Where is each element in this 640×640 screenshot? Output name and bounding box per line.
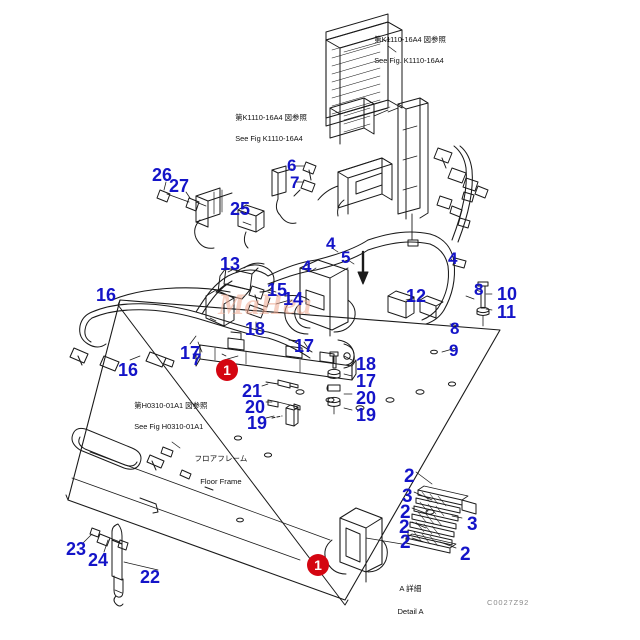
upper-center-clips [271,161,317,224]
ref-19-left: 19 [247,413,268,433]
fig-ref-top-right: 第K1110-16A4 図参照 See Fig. K1110-16A4 [366,24,446,78]
callout-1-detail[interactable]: 1 [307,554,329,576]
leader-lines [81,45,493,571]
ref-2-right: 2 [460,544,471,565]
ref-16-lower: 16 [118,360,139,380]
cooler-connector-block [329,97,389,145]
fig-ref-top-right-en: See Fig. K1110-16A4 [374,56,444,66]
ref-3-d1: 3 [402,486,413,507]
main-bracket-item1 [284,250,369,337]
ref-10: 10 [497,284,518,304]
ref-4-midleft: 4 [326,234,336,253]
ref-2-d4: 2 [400,532,411,553]
label-floor-frame-en: Floor Frame [200,477,242,487]
ref-17-right: 17 [356,371,377,391]
ref-9: 9 [449,341,459,360]
ref-22: 22 [140,567,161,587]
ref-23: 23 [66,539,87,559]
label-floor-frame-jp: フロアフレーム [194,454,248,464]
ref-8-lower: 8 [450,319,460,338]
ref-13: 13 [220,254,241,274]
ref-25: 25 [230,199,251,219]
drawing-number: C0027Z92 [487,598,530,607]
ref-5: 5 [341,248,351,267]
ref-26: 26 [152,165,173,185]
gas-strut-assembly [89,523,129,607]
ref-11: 11 [497,302,517,322]
ref-2-d3: 2 [399,517,410,538]
ref-7-mid: 7 [192,350,202,369]
wiring-harness [69,145,475,372]
callout-1-main[interactable]: 1 [216,359,238,381]
fig-ref-upper-left-jp: 第K1110-16A4 図参照 [235,112,307,122]
ref-12: 12 [406,286,427,306]
ref-18-left: 18 [245,319,266,339]
firewall-panel [397,97,429,247]
label-floor-frame: フロアフレーム Floor Frame [186,442,247,499]
ref-4-right: 4 [448,249,458,268]
right-bracket-hardware [387,281,490,355]
ref-20-right: 20 [356,388,377,408]
ref-27: 27 [169,176,190,196]
ref-2-d1: 2 [404,466,415,487]
ref-15: 15 [267,280,288,300]
cross-member-beam [195,331,357,381]
ref-20-left: 20 [245,397,266,417]
pedal-bracket-assembly [205,267,279,327]
ref-3-right: 3 [467,514,478,535]
floor-frame-plate [65,299,501,606]
ref-7-top: 7 [290,173,300,192]
right-clamp-cluster [433,147,489,218]
fig-ref-top-right-jp: 第K1110-16A4 図参照 [374,34,446,44]
fastener-column-left [265,379,301,427]
ref-19-right: 19 [356,405,377,425]
fig-ref-upper-left: 第K1110-16A4 図参照 See Fig K1110-16A4 [227,102,307,156]
ref-24: 24 [88,550,109,570]
ref-17-left: 17 [180,343,201,363]
ref-17-mid: 17 [294,336,315,356]
control-box [317,157,393,217]
ref-16-upper: 16 [96,285,117,305]
label-detail-a: A 詳細 Detail A [389,572,424,629]
ref-6: 6 [287,156,297,175]
ref-14: 14 [283,289,304,309]
fig-ref-lower-left-jp: 第H0310-01A1 図参照 [134,400,208,410]
label-detail-a-en: Detail A [397,607,424,617]
fig-ref-lower-left-en: See Fig H0310-01A1 [134,422,204,432]
ref-18-right: 18 [356,354,377,374]
ref-21: 21 [242,381,263,401]
upper-left-brackets [156,187,265,249]
label-detail-a-jp: A 詳細 [399,584,422,594]
ref-4-left: 4 [302,257,312,276]
ref-2-d2: 2 [400,502,411,523]
ref-8-upper: 8 [474,280,484,299]
fastener-column-right [326,351,341,415]
fig-ref-upper-left-en: See Fig K1110-16A4 [235,134,303,144]
radiator-core [325,13,403,127]
fig-ref-lower-left: 第H0310-01A1 図参照 See Fig H0310-01A1 [126,390,207,444]
